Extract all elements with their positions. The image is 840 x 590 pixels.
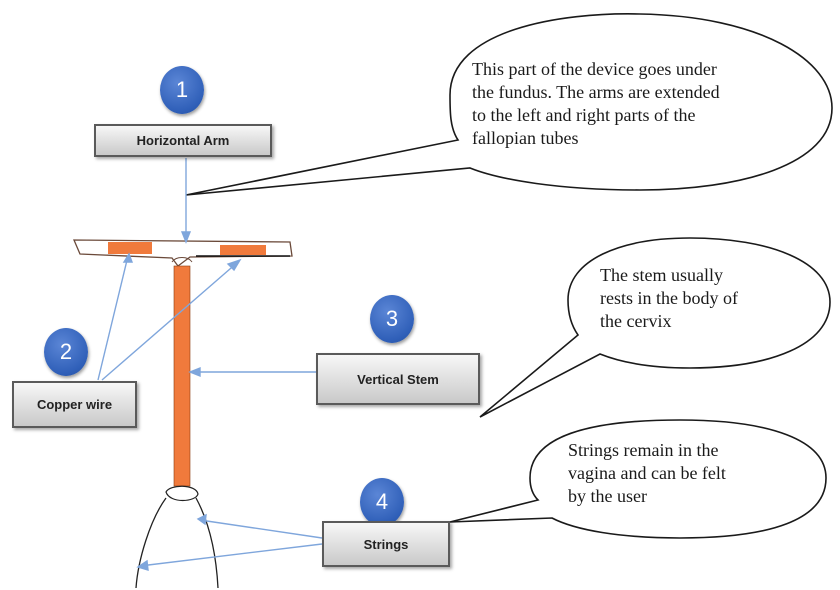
arrow-copper-right <box>101 261 239 381</box>
callout-line: The stem usually <box>600 265 723 285</box>
callout-bubble-vertical-stem <box>479 237 831 418</box>
callout-text-strings: Strings remain in the vagina and can be … <box>568 439 726 508</box>
callout-bubble-strings <box>449 419 827 539</box>
callout-bubble-horizontal-arm <box>185 13 833 196</box>
badge-2: 2 <box>44 328 88 376</box>
label-strings: Strings <box>322 521 450 567</box>
callout-line: the cervix <box>600 311 672 331</box>
arrow-strings-upper <box>199 519 323 539</box>
pointer-arrows <box>97 158 323 571</box>
callout-line: by the user <box>568 486 647 506</box>
arrow-strings-lower <box>139 543 323 567</box>
callout-text-vertical-stem: The stem usually rests in the body of th… <box>600 264 738 333</box>
strings-shape <box>135 485 219 589</box>
callout-text-horizontal-arm: This part of the device goes under the f… <box>472 58 720 150</box>
vertical-stem-shape <box>171 257 193 487</box>
callout-line: fallopian tubes <box>472 128 579 148</box>
callout-line: to the left and right parts of the <box>472 105 696 125</box>
callout-line: Strings remain in the <box>568 440 719 460</box>
copper-band-left <box>108 242 152 254</box>
copper-band-right <box>220 245 266 255</box>
badge-1: 1 <box>160 66 204 114</box>
arrow-copper-left <box>97 255 129 381</box>
label-vertical-stem: Vertical Stem <box>316 353 480 405</box>
badge-4: 4 <box>360 478 404 526</box>
callout-line: rests in the body of <box>600 288 738 308</box>
callout-line: vagina and can be felt <box>568 463 726 483</box>
label-copper-wire: Copper wire <box>12 381 137 428</box>
label-horizontal-arm: Horizontal Arm <box>94 124 272 157</box>
badge-3: 3 <box>370 295 414 343</box>
horizontal-arm-shape <box>73 239 293 267</box>
callout-line: the fundus. The arms are extended <box>472 82 720 102</box>
callout-line: This part of the device goes under <box>472 59 717 79</box>
